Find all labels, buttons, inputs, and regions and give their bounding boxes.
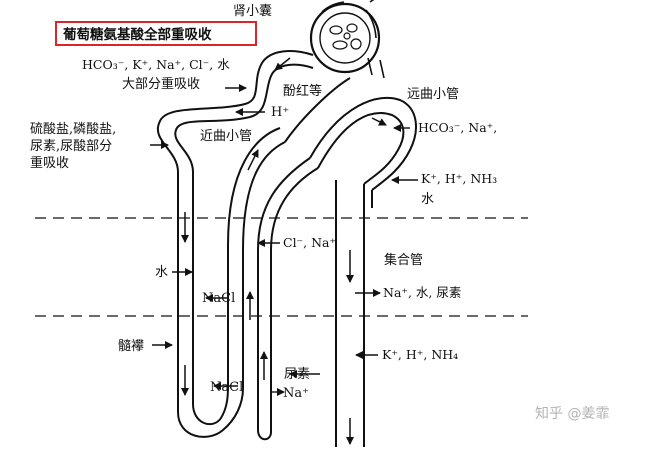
pct-reabsorb-label: 大部分重吸收 xyxy=(122,76,200,92)
dct-name-label: 远曲小管 xyxy=(407,87,459,102)
nacl-outer-label: NaCl xyxy=(202,291,235,306)
partial-reabsorb-label: 重吸收 xyxy=(30,155,69,171)
sulfate-label: 硫酸盐,磷酸盐, xyxy=(30,122,116,137)
glomerulus-icon xyxy=(311,0,384,78)
watermark-text: 知乎 @姜霏 xyxy=(535,405,609,422)
dct-secrete-label: K⁺, H⁺, NH₃ xyxy=(421,171,497,186)
ascending-cl-label: Cl⁻, Na⁺ xyxy=(283,235,336,250)
dct-water-label: 水 xyxy=(421,192,434,207)
collecting-duct xyxy=(336,180,372,447)
pct-ions-label: HCO₃⁻, K⁺, Na⁺, Cl⁻, 水 xyxy=(82,57,230,72)
na-plus-label: Na⁺ xyxy=(283,386,309,401)
collecting-duct-label: 集合管 xyxy=(384,252,423,268)
nacl-inner-label: NaCl xyxy=(210,380,243,395)
urea-label: 尿素 xyxy=(284,367,310,382)
dct-hco3-label: HCO₃⁻, Na⁺, xyxy=(418,120,497,135)
water-label: 水 xyxy=(155,265,168,280)
phenol-red-label: 酚红等 xyxy=(283,83,322,99)
cd-secrete-label: K⁺, H⁺, NH₄ xyxy=(382,347,458,362)
h-plus-label: H⁺ xyxy=(271,105,289,120)
glomerulus-label: 肾小囊 xyxy=(233,3,272,19)
cd-reabsorb-label: Na⁺, 水, 尿素 xyxy=(383,285,461,300)
highlight-label: 葡萄糖氨基酸全部重吸收 xyxy=(62,26,212,43)
pct-name-label: 近曲小管 xyxy=(200,129,252,144)
medulla-label: 髓襻 xyxy=(118,339,144,354)
urea-partial-label: 尿素,尿酸部分 xyxy=(30,139,112,154)
